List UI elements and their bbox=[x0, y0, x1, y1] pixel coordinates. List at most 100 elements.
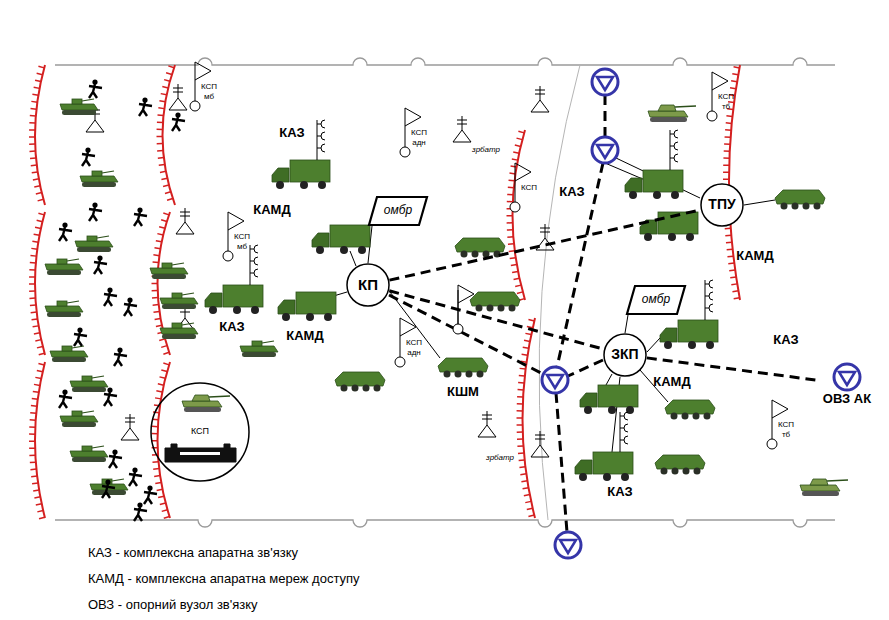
ifv-icon bbox=[80, 171, 118, 187]
front-tick bbox=[727, 255, 733, 257]
front-tick bbox=[518, 389, 524, 391]
mast bbox=[317, 120, 318, 160]
front-tick bbox=[162, 510, 168, 512]
antenna-symbol bbox=[531, 86, 549, 112]
wires bbox=[320, 158, 775, 452]
ifv-gun bbox=[172, 263, 184, 265]
front-tick bbox=[34, 333, 40, 334]
soldier-body bbox=[172, 117, 185, 131]
apc-wheel bbox=[477, 371, 484, 378]
front-tick bbox=[166, 73, 172, 75]
truck-wheel bbox=[629, 191, 637, 199]
ifv-gun bbox=[182, 323, 194, 325]
mast-dish bbox=[254, 257, 258, 265]
front-tick bbox=[731, 80, 737, 82]
front-tick bbox=[155, 482, 161, 483]
front-tick bbox=[31, 311, 37, 313]
mast-dish bbox=[624, 424, 628, 432]
ifv-icon bbox=[150, 263, 188, 279]
truck-cab bbox=[580, 393, 597, 407]
front-tick bbox=[39, 353, 45, 355]
truck-wheel bbox=[706, 341, 714, 349]
mast-arm bbox=[250, 261, 254, 262]
front-tick bbox=[725, 129, 731, 131]
front-tick bbox=[152, 440, 158, 442]
node-label: КП bbox=[358, 277, 378, 294]
front-tick bbox=[157, 143, 163, 145]
ifv-gun bbox=[82, 411, 94, 413]
front-tick bbox=[508, 187, 514, 189]
ifv-gun bbox=[72, 346, 84, 348]
antenna-symbol bbox=[176, 208, 194, 234]
antenna-base bbox=[169, 98, 187, 110]
soldier-body bbox=[144, 490, 157, 504]
front-tick bbox=[161, 178, 167, 179]
ifv-hull bbox=[45, 264, 83, 270]
ifv-hull bbox=[150, 268, 188, 274]
ifv-hull bbox=[160, 328, 198, 334]
comm-nodes bbox=[542, 69, 618, 558]
flag-base bbox=[395, 357, 405, 367]
apc-hull bbox=[438, 358, 488, 372]
front-tick bbox=[519, 459, 525, 461]
front-tick bbox=[31, 101, 37, 103]
apc-wheel bbox=[781, 203, 788, 210]
trunk-line bbox=[568, 360, 603, 376]
node-symbol bbox=[592, 69, 618, 95]
apc-wheel bbox=[683, 468, 690, 475]
ifv-hull bbox=[75, 241, 113, 247]
ifv-icon bbox=[70, 376, 108, 392]
front-tick bbox=[168, 66, 174, 68]
front-tick bbox=[30, 468, 36, 470]
front-tick bbox=[156, 325, 162, 326]
vehicle-label: КАЗ bbox=[279, 126, 304, 140]
front-tick bbox=[37, 511, 43, 512]
apc-wheel bbox=[472, 251, 479, 258]
boundary-line bbox=[55, 520, 835, 527]
trunk-line bbox=[556, 393, 567, 532]
front-tick bbox=[152, 433, 158, 435]
wire bbox=[744, 200, 775, 205]
node-symbol bbox=[555, 532, 581, 558]
ifv-track bbox=[72, 387, 106, 392]
front-tick bbox=[517, 417, 523, 419]
node-symbol bbox=[542, 367, 568, 393]
tank-turret bbox=[810, 479, 828, 485]
trunk-line bbox=[389, 295, 543, 374]
front-tick bbox=[32, 241, 38, 243]
truck-wheel bbox=[664, 341, 672, 349]
flag-pole bbox=[458, 285, 459, 324]
front-tick bbox=[157, 121, 163, 123]
ifv-hull bbox=[60, 416, 98, 422]
apc-wheel bbox=[694, 468, 701, 475]
flag-pole bbox=[195, 62, 196, 101]
antenna-base bbox=[478, 425, 496, 437]
trunk-line bbox=[557, 163, 603, 367]
flag-base bbox=[400, 147, 410, 157]
ifv-hull bbox=[70, 451, 108, 457]
ifv-turret bbox=[72, 99, 82, 104]
wire bbox=[640, 370, 668, 402]
mast-arm bbox=[620, 440, 624, 441]
truck-wheel bbox=[324, 313, 332, 321]
unit-flag: омбр bbox=[626, 285, 686, 315]
mast-dish bbox=[321, 144, 325, 152]
apc-icon bbox=[335, 372, 385, 392]
ifv-hull bbox=[240, 346, 278, 352]
front-tick bbox=[157, 234, 163, 235]
front-tick bbox=[507, 236, 513, 238]
soldier-body bbox=[139, 102, 152, 116]
circle-outline bbox=[603, 333, 647, 377]
front-tick bbox=[157, 150, 163, 152]
truck-wheel bbox=[668, 233, 676, 241]
truck-cab bbox=[625, 178, 642, 192]
apc-hull bbox=[470, 292, 520, 306]
flag-outline bbox=[369, 197, 427, 225]
front-tick bbox=[158, 384, 164, 385]
soldier-body bbox=[134, 507, 147, 521]
mast-dish bbox=[254, 245, 258, 253]
wire bbox=[390, 292, 440, 358]
front-tick bbox=[29, 129, 35, 131]
